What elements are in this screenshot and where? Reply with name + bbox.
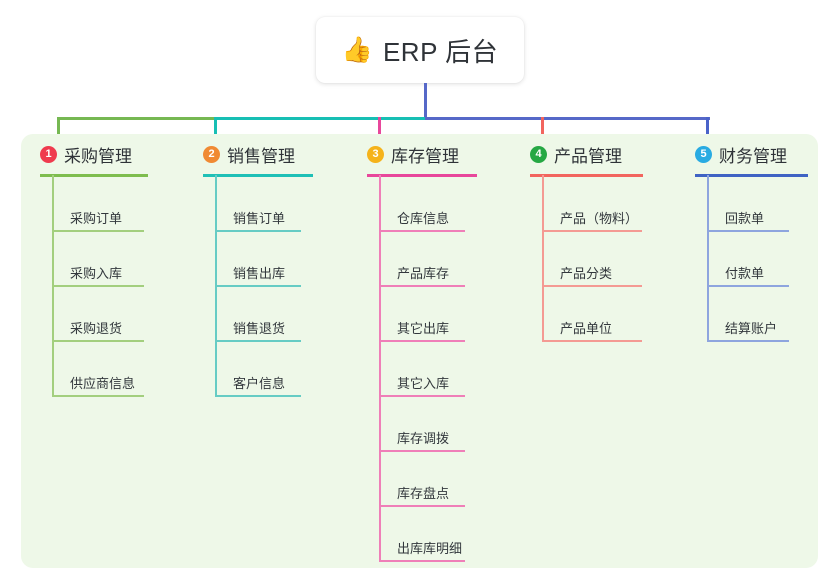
- branch-item[interactable]: 库存调拨: [379, 424, 465, 452]
- branch-item-label: 客户信息: [233, 376, 286, 391]
- branch-badge-2: 2: [203, 146, 220, 163]
- branch-item[interactable]: 结算账户: [707, 314, 789, 342]
- branch-item-label: 结算账户: [725, 321, 778, 336]
- branch-badge-5: 5: [695, 146, 712, 163]
- branch-item[interactable]: 采购入库: [52, 259, 144, 287]
- branch-underline-4: [530, 174, 643, 177]
- branch-underline-1: [40, 174, 148, 177]
- branch-item-label: 付款单: [725, 266, 765, 281]
- branch-item-underline: [542, 230, 642, 232]
- branch-item-underline: [707, 230, 789, 232]
- branch-item[interactable]: 其它出库: [379, 314, 465, 342]
- branch-item[interactable]: 库存盘点: [379, 479, 465, 507]
- branch-item[interactable]: 付款单: [707, 259, 789, 287]
- branch-item-label: 产品分类: [560, 266, 613, 281]
- branch-item-underline: [379, 560, 465, 562]
- branch-item-label: 采购退货: [70, 321, 123, 336]
- branch-item-label: 产品（物料）: [560, 211, 639, 226]
- branch-item-label: 采购入库: [70, 266, 123, 281]
- branch-item[interactable]: 销售出库: [215, 259, 301, 287]
- branch-item-underline: [52, 285, 144, 287]
- branch-title-5: 财务管理: [719, 147, 787, 166]
- branch-title-4: 产品管理: [554, 147, 622, 166]
- branch-item[interactable]: 产品（物料）: [542, 204, 642, 232]
- branch-item[interactable]: 仓库信息: [379, 204, 465, 232]
- trunk-segment-green: [58, 117, 217, 120]
- branch-underline-2: [203, 174, 313, 177]
- root-title: ERP 后台: [382, 36, 499, 67]
- branch-item-label: 其它出库: [397, 321, 450, 336]
- branch-item[interactable]: 供应商信息: [52, 369, 144, 397]
- branch-header-5[interactable]: 5 财务管理: [695, 142, 787, 167]
- branch-item[interactable]: 销售订单: [215, 204, 301, 232]
- branch-item-underline: [707, 340, 789, 342]
- branch-item-underline: [707, 285, 789, 287]
- branch-item-underline: [52, 340, 144, 342]
- trunk-segment-teal: [215, 117, 427, 120]
- branch-badge-3: 3: [367, 146, 384, 163]
- branch-item-underline: [379, 450, 465, 452]
- branch-item-underline: [379, 340, 465, 342]
- branch-item[interactable]: 产品库存: [379, 259, 465, 287]
- branch-item-underline: [379, 230, 465, 232]
- branch-item-label: 其它入库: [397, 376, 450, 391]
- branch-item-underline: [215, 285, 301, 287]
- branch-item-underline: [215, 230, 301, 232]
- branch-item[interactable]: 销售退货: [215, 314, 301, 342]
- branch-item-label: 销售订单: [233, 211, 286, 226]
- branch-underline-5: [695, 174, 808, 177]
- branches-panel: [21, 134, 818, 568]
- branch-header-3[interactable]: 3 库存管理: [367, 142, 459, 167]
- branch-item-label: 出库库明细: [397, 541, 463, 556]
- branch-spine-3: [379, 175, 381, 562]
- trunk-segment-indigo: [425, 117, 710, 120]
- branch-title-1: 采购管理: [64, 147, 132, 166]
- branch-item[interactable]: 其它入库: [379, 369, 465, 397]
- branch-item-underline: [52, 230, 144, 232]
- branch-header-2[interactable]: 2 销售管理: [203, 142, 295, 167]
- branch-item[interactable]: 客户信息: [215, 369, 301, 397]
- branch-underline-3: [367, 174, 477, 177]
- root-node[interactable]: 👍 ERP 后台: [316, 17, 524, 83]
- branch-header-1[interactable]: 1 采购管理: [40, 142, 132, 167]
- branch-item-label: 库存调拨: [397, 431, 450, 446]
- branch-item-underline: [379, 395, 465, 397]
- branch-item[interactable]: 采购订单: [52, 204, 144, 232]
- branch-item-label: 产品库存: [397, 266, 450, 281]
- branch-item-label: 供应商信息: [70, 376, 136, 391]
- branch-title-3: 库存管理: [391, 147, 459, 166]
- branch-item[interactable]: 产品单位: [542, 314, 642, 342]
- branch-item-underline: [379, 505, 465, 507]
- branch-header-4[interactable]: 4 产品管理: [530, 142, 622, 167]
- branch-spine-4: [542, 175, 544, 342]
- branch-item[interactable]: 采购退货: [52, 314, 144, 342]
- branch-title-2: 销售管理: [227, 147, 295, 166]
- branch-item-underline: [52, 395, 144, 397]
- branch-item-underline: [215, 340, 301, 342]
- branch-item-underline: [542, 340, 642, 342]
- branch-item[interactable]: 回款单: [707, 204, 789, 232]
- branch-item[interactable]: 出库库明细: [379, 534, 465, 562]
- thumbs-up-icon: 👍: [341, 35, 373, 64]
- branch-item-label: 采购订单: [70, 211, 123, 226]
- branch-item-label: 库存盘点: [397, 486, 450, 501]
- branch-item[interactable]: 产品分类: [542, 259, 642, 287]
- branch-item-underline: [379, 285, 465, 287]
- branch-item-underline: [215, 395, 301, 397]
- branch-item-label: 销售退货: [233, 321, 286, 336]
- branch-item-label: 销售出库: [233, 266, 286, 281]
- branch-item-label: 产品单位: [560, 321, 613, 336]
- branch-item-label: 回款单: [725, 211, 765, 226]
- root-stem: [424, 83, 427, 120]
- branch-badge-1: 1: [40, 146, 57, 163]
- branch-spine-5: [707, 175, 709, 342]
- branch-badge-4: 4: [530, 146, 547, 163]
- branch-item-underline: [542, 285, 642, 287]
- branch-item-label: 仓库信息: [397, 211, 450, 226]
